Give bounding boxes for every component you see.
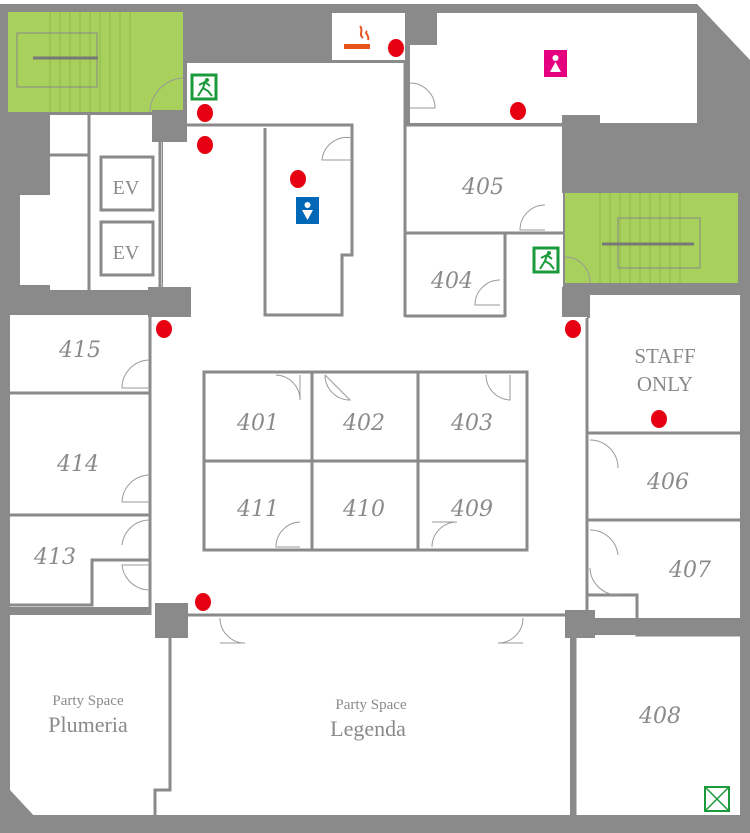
stairs-left <box>8 12 183 112</box>
room-414-label: 414 <box>56 452 99 477</box>
emergency-exit-icon <box>532 246 560 274</box>
fire-point-icon <box>651 410 667 428</box>
room-409-label: 409 <box>450 497 493 522</box>
fire-point-icon <box>290 170 306 188</box>
room-410-label: 410 <box>342 497 385 522</box>
room-408-label: 408 <box>638 704 681 729</box>
staff-only-label: ONLY <box>637 372 693 396</box>
emergency-equipment-icon <box>704 786 730 812</box>
angled-wall <box>0 780 50 833</box>
room-413-label: 413 <box>33 545 76 570</box>
doors <box>121 77 619 644</box>
fire-point-icon <box>197 136 213 154</box>
elevator-label: EV <box>113 242 140 264</box>
room-415-label: 415 <box>58 338 101 363</box>
fire-point-icon <box>388 39 404 57</box>
elevator-label: EV <box>113 177 140 199</box>
emergency-exit-icon <box>190 73 218 101</box>
floor-spaces <box>10 13 740 815</box>
womens-restroom-icon <box>544 50 567 77</box>
mens-restroom-icon <box>296 197 319 224</box>
fire-point-icon <box>195 593 211 611</box>
room-406-label: 406 <box>646 470 689 495</box>
smoking-area-icon <box>344 25 370 49</box>
party-space-kind: Party Space <box>52 693 124 709</box>
room-402-label: 402 <box>342 411 385 436</box>
room-405-label: 405 <box>461 175 504 200</box>
fire-point-icon <box>156 320 172 338</box>
pillars <box>148 110 600 638</box>
stairs-right <box>565 193 738 283</box>
room-407-label: 407 <box>668 558 711 583</box>
party-space-legenda: Legenda <box>330 716 406 741</box>
room-401-label: 401 <box>236 411 279 436</box>
room-404-label: 404 <box>430 269 473 294</box>
fire-point-icon <box>510 102 526 120</box>
room-411-label: 411 <box>236 497 279 522</box>
party-space-kind: Party Space <box>335 697 407 713</box>
party-space-plumeria: Plumeria <box>48 712 128 737</box>
outside-corner <box>697 4 750 60</box>
fire-point-icon <box>197 104 213 122</box>
interior-walls <box>10 60 740 815</box>
room-403-label: 403 <box>450 411 493 436</box>
fire-points <box>156 39 667 611</box>
fire-point-icon <box>565 320 581 338</box>
staff-only-label: STAFF <box>634 344 695 368</box>
